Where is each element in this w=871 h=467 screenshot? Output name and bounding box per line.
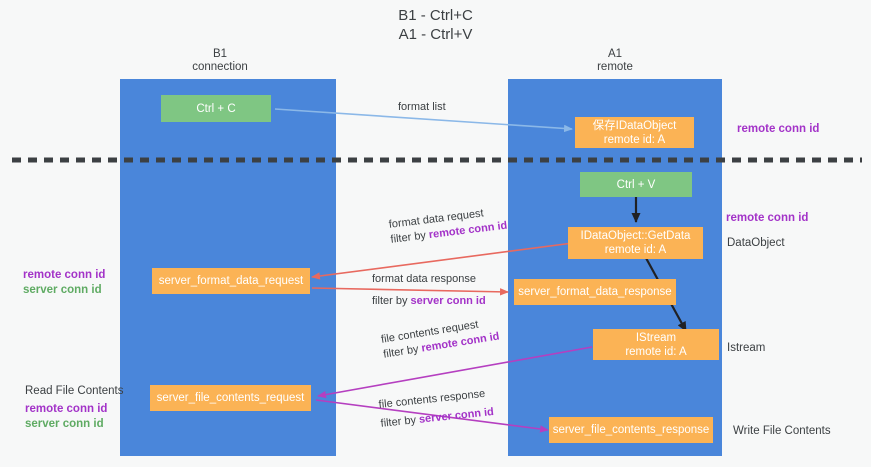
column-header-a1: A1 remote xyxy=(550,48,680,74)
node-server-format-data-response-label: server_format_data_response xyxy=(518,286,672,298)
annotation-right-write-file-contents: Write File Contents xyxy=(733,425,831,437)
annotation-left-read-file-contents: Read File Contents xyxy=(25,385,124,397)
edge-label-format-data-response-line1: format data response xyxy=(372,273,476,285)
node-server-file-contents-response-label: server_file_contents_response xyxy=(552,424,710,436)
node-save-idataobject-label: 保存IDataObject remote id: A xyxy=(592,119,677,146)
node-server-format-data-request-label: server_format_data_request xyxy=(158,275,304,287)
node-idataobject-getdata[interactable]: IDataObject::GetData remote id: A xyxy=(568,227,703,259)
column-header-a1-sub: remote xyxy=(597,61,633,73)
node-server-file-contents-request[interactable]: server_file_contents_request xyxy=(150,385,311,411)
node-ctrl-v-label: Ctrl + V xyxy=(616,178,656,191)
node-server-file-contents-response[interactable]: server_file_contents_response xyxy=(549,417,713,443)
node-istream[interactable]: IStream remote id: A xyxy=(593,329,719,360)
title-line-2: A1 - Ctrl+V xyxy=(398,26,473,43)
annotation-left-remote-conn-id-2: remote conn id xyxy=(25,403,108,415)
annotation-left-server-conn-id: server conn id xyxy=(23,284,102,296)
edge-label-file-contents-response-line2a: filter by xyxy=(380,413,420,430)
node-ctrl-v[interactable]: Ctrl + V xyxy=(580,172,692,197)
edge-label-format-data-response: format data response filter by server co… xyxy=(372,272,486,309)
title-line-1: B1 - Ctrl+C xyxy=(398,7,473,24)
node-istream-label: IStream remote id: A xyxy=(625,331,687,358)
node-save-idataobject[interactable]: 保存IDataObject remote id: A xyxy=(575,117,694,148)
edge-label-file-contents-response: file contents response filter by server … xyxy=(378,386,495,432)
node-ctrl-c[interactable]: Ctrl + C xyxy=(161,95,271,122)
edge-label-format-list-text: format list xyxy=(398,101,446,113)
edge-label-format-list: format list xyxy=(398,100,446,115)
annotation-right-remote-conn-id-mid: remote conn id xyxy=(726,212,809,224)
annotation-right-istream: Istream xyxy=(727,342,766,354)
node-ctrl-c-label: Ctrl + C xyxy=(196,102,236,115)
column-header-b1: B1 connection xyxy=(155,48,285,74)
edge-label-format-data-response-line2b: server conn id xyxy=(410,295,486,307)
node-idataobject-getdata-label: IDataObject::GetData remote id: A xyxy=(580,230,691,256)
edge-label-format-data-response-line2a: filter by xyxy=(372,295,411,307)
node-server-format-data-response[interactable]: server_format_data_response xyxy=(514,279,676,305)
edge-label-format-data-request-line2a: filter by xyxy=(389,229,430,246)
annotation-right-remote-conn-id-top: remote conn id xyxy=(737,123,820,135)
column-header-a1-name: A1 xyxy=(607,48,623,60)
edge-label-format-data-request: format data request filter by remote con… xyxy=(388,204,508,248)
column-header-b1-name: B1 xyxy=(212,48,228,60)
page-title: B1 - Ctrl+C A1 - Ctrl+V xyxy=(0,6,871,44)
annotation-left-server-conn-id-2: server conn id xyxy=(25,418,104,430)
node-server-format-data-request[interactable]: server_format_data_request xyxy=(152,268,310,294)
edge-label-file-contents-request: file contents request filter by remote c… xyxy=(380,315,501,363)
column-header-b1-sub: connection xyxy=(192,61,248,73)
node-server-file-contents-request-label: server_file_contents_request xyxy=(156,392,305,404)
annotation-right-dataobject: DataObject xyxy=(727,237,785,249)
annotation-left-remote-conn-id: remote conn id xyxy=(23,269,106,281)
edge-label-file-contents-response-line2b: server conn id xyxy=(418,406,495,426)
